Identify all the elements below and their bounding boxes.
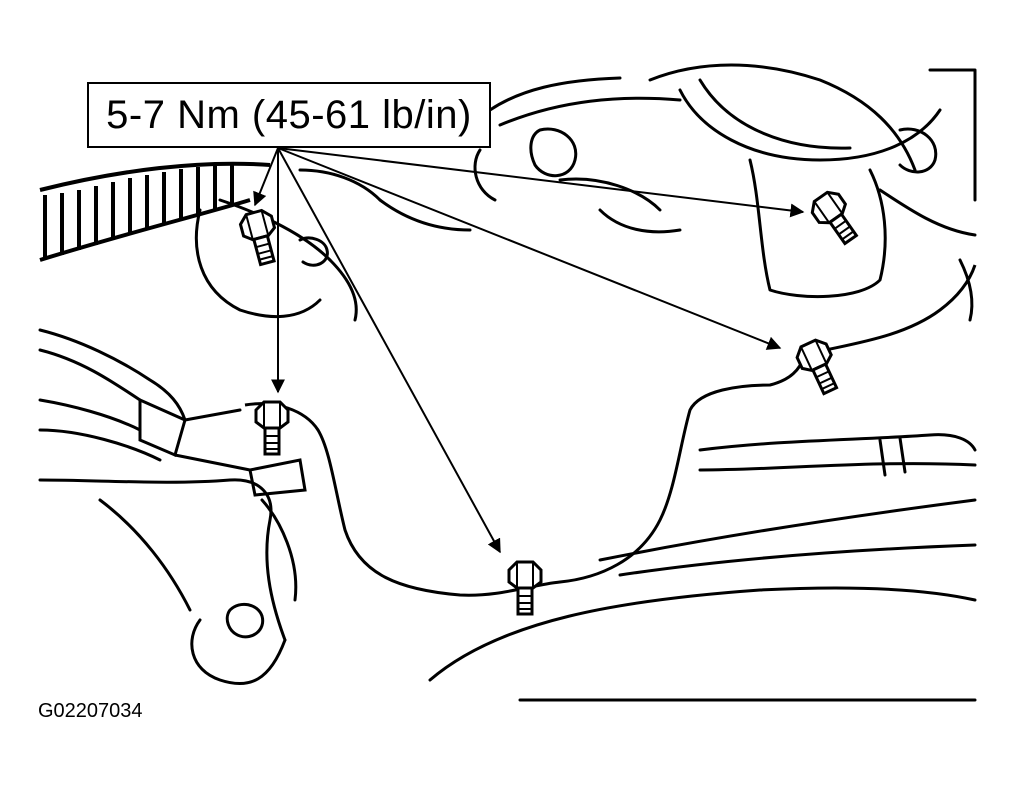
nut-upper-right — [806, 186, 866, 251]
torque-leader-arrows — [253, 147, 805, 554]
nut-middle-right — [792, 335, 847, 399]
lower-right-structures — [428, 433, 977, 702]
arrow-to-middle-right-nut — [277, 147, 782, 350]
torque-spec-callout: 5-7 Nm (45-61 lb/in) — [87, 82, 491, 148]
arrow-to-upper-right-nut — [277, 147, 805, 218]
nut-bottom — [507, 560, 543, 616]
nut-upper-left — [236, 206, 285, 269]
torque-spec-label: 5-7 Nm (45-61 lb/in) — [106, 92, 472, 137]
arrow-to-bottom-nut — [277, 147, 501, 554]
figure-id-label: G02207034 — [38, 700, 143, 722]
wiring-loom — [39, 161, 271, 262]
engine-block-outline — [194, 63, 977, 322]
nut-left — [254, 400, 290, 456]
arrow-to-upper-left-nut — [253, 147, 279, 207]
lower-left-structures — [38, 328, 307, 686]
oil-pan-edge — [244, 264, 977, 597]
